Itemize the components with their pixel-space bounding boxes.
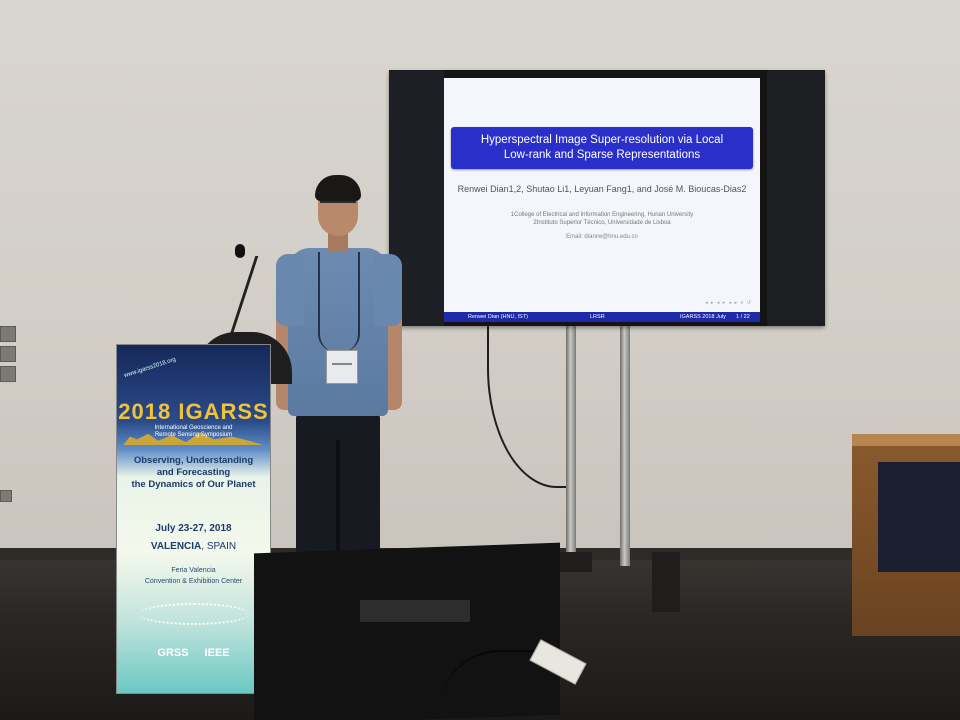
wall-outlet [0, 490, 12, 502]
podium-subtitle-line2: Remote Sensing Symposium [154, 432, 233, 438]
igarss-logo: 2018 IGARSS [118, 399, 269, 424]
tv-stand-foot-right [652, 552, 680, 612]
tv-stand-foot-left [556, 552, 592, 572]
podium-city: VALENCIA [150, 541, 202, 552]
grss-logo: GRSS [157, 647, 189, 659]
podium-venue-line2: Convention & Exhibition Center [144, 578, 243, 585]
slide-footer-page: 1 / 22 [736, 314, 750, 320]
slide-footer-author: Renwei Dian (HNU, IST) [468, 314, 528, 320]
podium-venue-line1: Feria Valencia [171, 567, 216, 574]
podium-tagline: Observing, Understanding and Forecasting… [117, 455, 270, 491]
podium-dates: July 23-27, 2018 [155, 523, 232, 534]
presenter-left-sleeve [276, 254, 304, 326]
wave-graphic [139, 603, 249, 625]
wall-switch-3 [0, 366, 16, 382]
slide-title-line2: Low-rank and Sparse Representations [503, 149, 701, 161]
podium-tagline-line3: the Dynamics of Our Planet [131, 479, 256, 490]
presenter-right-sleeve [374, 254, 402, 326]
slide-title-box: Hyperspectral Image Super-resolution via… [451, 127, 753, 169]
slide-title: Hyperspectral Image Super-resolution via… [451, 133, 753, 163]
presenter-shirt [288, 248, 388, 416]
ieee-logo: IEEE [204, 647, 230, 659]
wall-switch-1 [0, 326, 16, 342]
podium-tagline-line1: Observing, Understanding [133, 455, 254, 466]
microphone-icon [235, 244, 245, 258]
podium-country: , SPAIN [201, 541, 237, 552]
igarss-podium-banner: www.igarss2018.org 2018 IGARSS Internati… [116, 344, 271, 694]
slide-affiliation-2: 2Instituto Superior Técnico, Universidad… [533, 220, 671, 226]
glasses-icon [320, 201, 356, 212]
slide-footer-conference: IGARSS 2018 July [680, 314, 726, 320]
sponsor-logos: GRSS IEEE [117, 647, 270, 659]
wall-switch-2 [0, 346, 16, 362]
presenter-leg-gap [336, 440, 340, 564]
floor-cable [440, 650, 560, 720]
slide-title-line1: Hyperspectral Image Super-resolution via… [480, 134, 724, 146]
presenter-neck [328, 232, 348, 252]
podium-tagline-line2: and Forecasting [156, 467, 231, 478]
tv-stand-pole-right [620, 326, 630, 566]
side-desk-top [852, 434, 960, 446]
slide-footer: Renwei Dian (HNU, IST) LRSR IGARSS 2018 … [444, 312, 760, 322]
podium-venue: Feria Valencia Convention & Exhibition C… [117, 565, 270, 587]
slide-footer-short-title: LRSR [590, 314, 605, 320]
slide-email: Email: dianrw@hnu.edu.cn [566, 234, 638, 240]
slide-authors: Renwei Dian1,2, Shutao Li1, Leyuan Fang1… [457, 184, 747, 194]
tv-monitor: Hyperspectral Image Super-resolution via… [389, 70, 825, 326]
tv-stand-pole-left [566, 326, 576, 566]
podium-url: www.igarss2018.org [123, 356, 177, 380]
slide-affiliation-1: 1College of Electrical and Information E… [510, 212, 694, 218]
podium-subtitle-line1: International Geoscience and [154, 425, 233, 431]
slide-affiliations: 1College of Electrical and Information E… [444, 211, 760, 227]
presentation-slide: Hyperspectral Image Super-resolution via… [444, 78, 760, 322]
presenter-hair [315, 175, 361, 201]
side-desk-inner [878, 462, 960, 572]
podium-subtitle: International Geoscience and Remote Sens… [117, 425, 270, 439]
name-badge [326, 350, 358, 384]
podium-location: VALENCIA, SPAIN [117, 541, 270, 552]
lanyard [318, 252, 360, 352]
tv-bezel-right [767, 70, 825, 326]
slide-navigation-icons: ◂ ▸ ◂ ▸ ◂ ▸ ≡ ↺ [705, 300, 752, 306]
monitor-stand [360, 600, 470, 622]
